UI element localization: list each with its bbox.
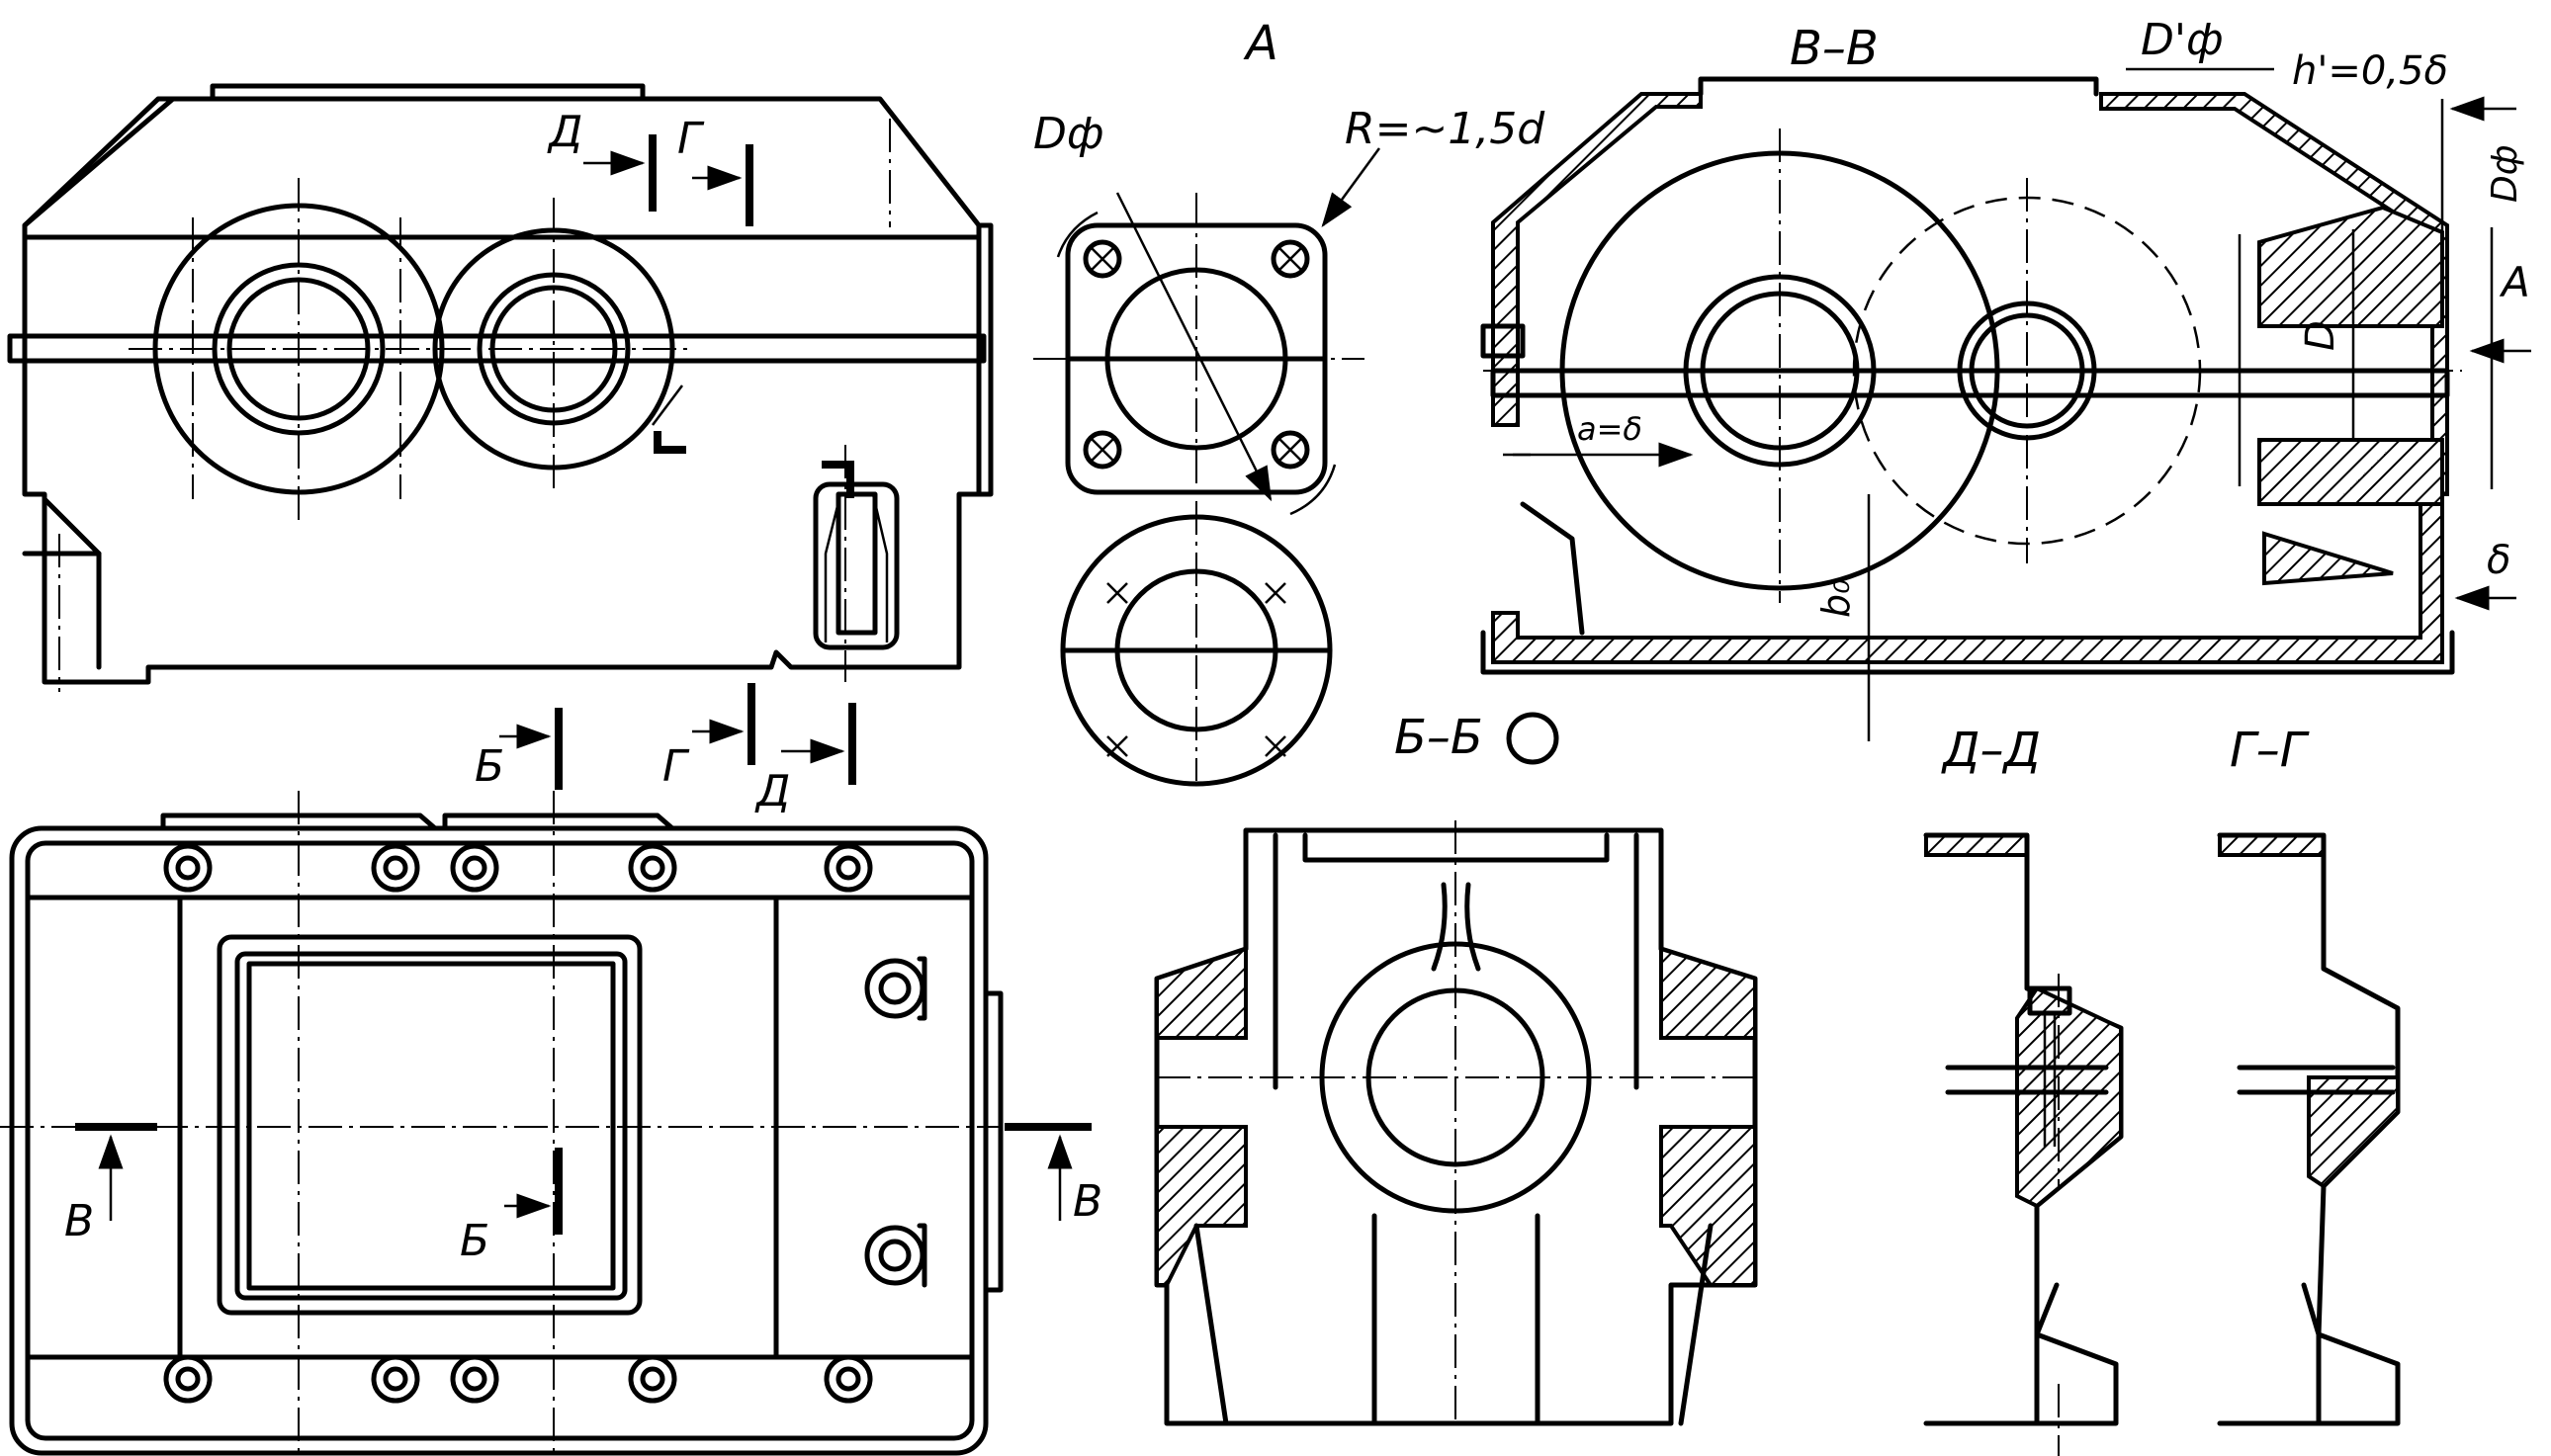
label-cut-b-lower: Б: [460, 1216, 489, 1266]
top-view: [0, 683, 1092, 1456]
label-section-gg: Г–Г: [2230, 723, 2310, 778]
label-cut-d-top: Д: [547, 107, 582, 157]
label-cut-g-top: Г: [677, 114, 705, 164]
label-cut-v-right: В: [1073, 1176, 1102, 1227]
label-cut-d-mid: Д: [754, 766, 790, 816]
label-radius: R=~1,5d: [1345, 104, 1545, 154]
label-section-bb: Б–Б: [1394, 710, 1483, 765]
label-cut-g-mid: Г: [662, 741, 690, 792]
view-a-flange: [1033, 147, 1559, 787]
section-gg: [2217, 832, 2401, 1426]
label-delta: δ: [2487, 538, 2510, 583]
label-d-f: Dф: [1033, 109, 1104, 159]
label-arrow-a: A: [2499, 258, 2530, 306]
label-a-delta: a=δ: [1577, 410, 1642, 448]
section-bb: [1154, 820, 1760, 1426]
label-section-vv: В–В: [1790, 21, 1879, 76]
label-section-dd: Д–Д: [1941, 723, 2041, 778]
label-d-big: D: [2298, 320, 2343, 351]
front-view: [7, 83, 994, 692]
label-d-f-prime: D'ф: [2141, 15, 2224, 65]
label-view-a: A: [1243, 16, 1278, 71]
bolt-row-bottom: [163, 1354, 873, 1404]
label-b0: b₀: [1814, 579, 1858, 618]
label-cut-v-left: В: [64, 1196, 94, 1246]
label-h-prime: h'=0,5δ: [2292, 48, 2448, 94]
label-cut-b-top: Б: [475, 741, 504, 792]
annotations: A В–В Dф D'ф R=~1,5d h'=0,5δ Dф D a=δ b₀…: [64, 15, 2530, 1266]
inspection-cover: [217, 934, 643, 1316]
section-dd: [1923, 832, 2124, 1456]
label-d-f-side: Dф: [2485, 145, 2525, 204]
section-vv: [1480, 67, 2531, 741]
oil-gauge: [813, 481, 900, 650]
bolt-row-top: [163, 843, 873, 893]
